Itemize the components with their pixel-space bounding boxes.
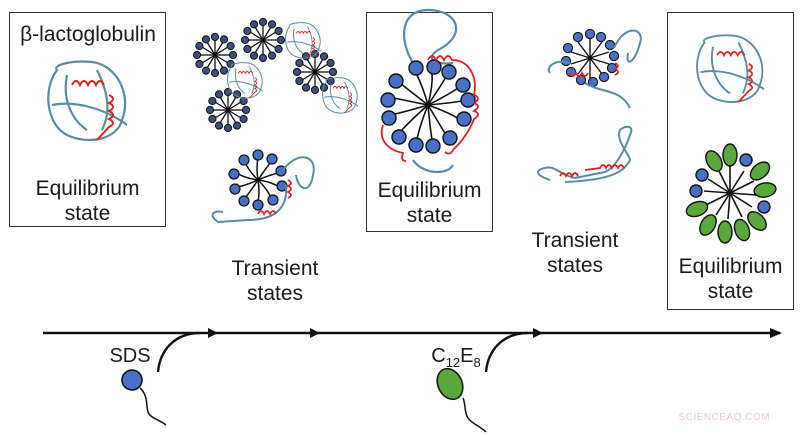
equilibrium-box-1 [9, 12, 166, 227]
transient-unfolded-protein [537, 125, 633, 183]
watermark: SCIENCEAQ.COM [678, 412, 770, 423]
equilibrium-c12e8-micelle [685, 143, 777, 244]
state-1-line1: Equilibrium [35, 177, 140, 200]
c12e8-sub8: 8 [473, 355, 481, 370]
state-3-line2: state [406, 204, 453, 227]
transient-mixed-micelle [547, 28, 642, 109]
sds-molecule-icon [121, 369, 167, 426]
state-1-label: Equilibrium state [9, 176, 166, 226]
transient-micelles-1 [192, 17, 359, 133]
protein-native-2 [696, 34, 765, 103]
sds-injection-curve [156, 331, 201, 373]
state-4-line1: Transient [531, 229, 619, 252]
state-5-line2: state [707, 280, 754, 303]
c12e8-label: C12E8 [416, 344, 496, 375]
c12e8-sub12: 12 [445, 355, 461, 370]
state-5-line1: Equilibrium [678, 255, 783, 278]
state-4-label: Transient states [520, 228, 630, 278]
c12e8-e: E [460, 345, 474, 367]
transient-micelle-2 [211, 149, 315, 224]
protein-native-1 [47, 60, 129, 142]
state-4-line2: states [546, 254, 604, 277]
c12e8-c: C [431, 345, 446, 367]
timeline-arrow [43, 328, 782, 338]
equilibrium-sds-micelle [380, 8, 479, 173]
sds-label: SDS [109, 345, 151, 367]
state-3-line1: Equilibrium [377, 179, 482, 202]
protein-name-label: β-lactoglobulin [20, 23, 156, 46]
state-1-line2: state [64, 202, 111, 225]
c12e8-molecule-icon [436, 367, 487, 433]
state-3-label: Equilibrium state [366, 178, 493, 228]
c12e8-injection-curve [484, 331, 529, 373]
state-2-label: Transient states [215, 256, 335, 306]
state-5-label: Equilibrium state [667, 254, 794, 304]
state-2-line2: states [246, 282, 304, 305]
state-2-line1: Transient [231, 257, 319, 280]
